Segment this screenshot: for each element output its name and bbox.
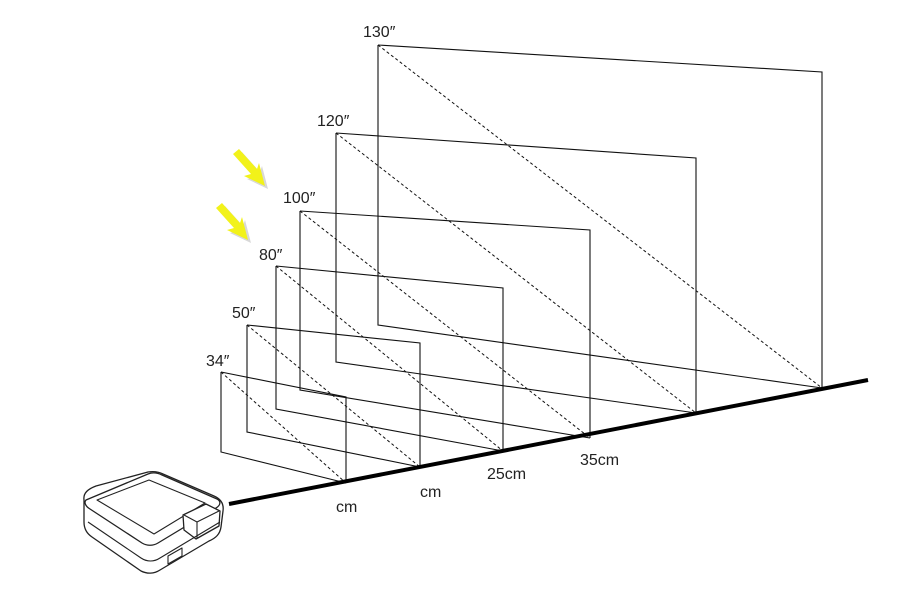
size-label-130: 130″: [363, 24, 396, 41]
size-label-120: 120″: [317, 113, 350, 130]
size-label-100: 100″: [283, 190, 316, 207]
size-label-50: 50″: [232, 305, 256, 322]
size-label-80: 80″: [259, 247, 283, 264]
screen-130: [377, 44, 823, 389]
size-label-34: 34″: [206, 353, 230, 370]
distance-label-2: cm: [420, 484, 441, 501]
floor-line: [228, 378, 869, 506]
highlight-arrow-icon: [233, 149, 268, 189]
highlight-arrow-icon: [216, 203, 251, 243]
screen-100: [299, 210, 591, 439]
screen-34: [220, 371, 347, 484]
distance-label-4: 35cm: [580, 452, 619, 469]
projector-icon: [83, 470, 224, 574]
screen-50: [246, 324, 421, 468]
distance-label-3: 25cm: [487, 466, 526, 483]
screen-120: [335, 132, 697, 414]
distance-label-1: cm: [336, 499, 357, 516]
screen-80: [275, 265, 504, 452]
